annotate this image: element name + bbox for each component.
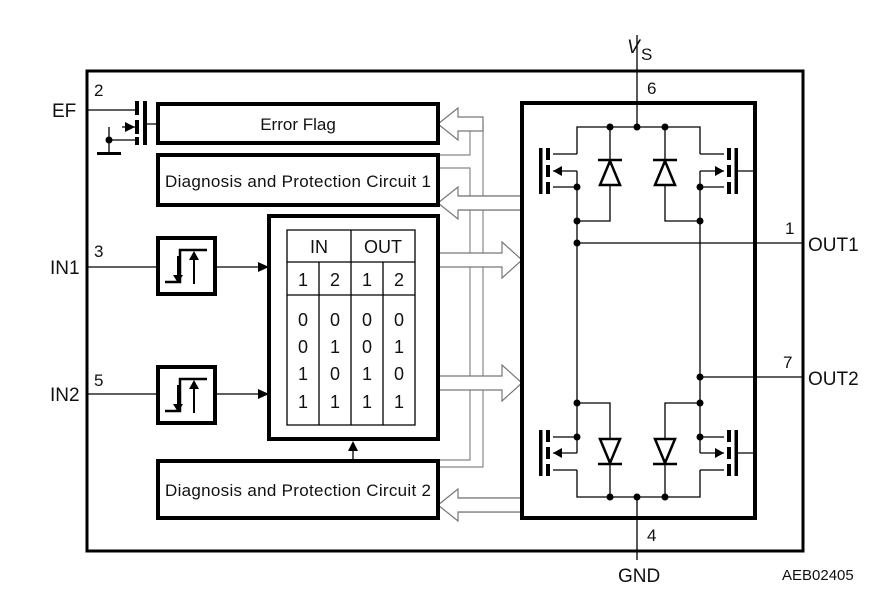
pin-ef-label: EF: [52, 101, 76, 122]
error-flag-block: [156, 102, 440, 145]
tt-cell: 1: [330, 337, 340, 357]
pin-ef-number: 2: [94, 81, 103, 100]
chip-outline: [85, 69, 805, 553]
tt-cell: 0: [394, 310, 404, 330]
tt-cell: 0: [362, 310, 372, 330]
tt-cell: 0: [330, 310, 340, 330]
diag1-block: [156, 153, 440, 207]
pin-out1-label: OUT1: [808, 235, 859, 256]
tt-cell: 1: [362, 364, 372, 384]
diag2-block: [156, 459, 440, 520]
tt-col: 2: [394, 270, 404, 290]
arrow-to-diag1: [437, 185, 523, 221]
low-side-switches: [537, 398, 757, 523]
tt-cell: 1: [394, 337, 404, 357]
pin-gnd-label: GND: [618, 566, 660, 587]
truth-table: IN OUT 1 2 1 2 0 0 0 0 0 1 0 1 1 0 1 0 1 1 1 1: [286, 229, 416, 426]
tt-header-out: OUT: [364, 237, 402, 257]
pin-in1-number: 3: [94, 242, 103, 261]
high-side-switches: [537, 101, 757, 226]
pin-vs-number: 6: [647, 79, 656, 98]
pin-in2-number: 5: [94, 371, 103, 390]
error-flag-label: Error Flag: [260, 115, 336, 134]
tt-col: 1: [362, 270, 372, 290]
pin-out2-label: OUT2: [808, 369, 859, 390]
pin-out2-number: 7: [783, 353, 792, 372]
schmitt-trigger-1-icon: [156, 236, 217, 296]
diag2-label: Diagnosis and Protection Circuit 2: [165, 481, 431, 500]
tt-cell: 0: [298, 310, 308, 330]
tt-col: 2: [330, 270, 340, 290]
pin-in2-label: IN2: [50, 385, 80, 406]
arrow-to-bridge-1: [437, 240, 523, 280]
ef-transistor: [87, 101, 158, 155]
tt-cell: 0: [330, 364, 340, 384]
arrow-to-diag2: [437, 487, 523, 523]
tt-cell: 1: [330, 392, 340, 412]
pin-out1-number: 1: [785, 219, 794, 238]
tt-cell: 1: [362, 392, 372, 412]
pin-gnd-number: 4: [647, 526, 656, 545]
tt-cell: 1: [298, 364, 308, 384]
pin-in1-label: IN1: [50, 258, 80, 279]
tt-col: 1: [298, 270, 308, 290]
internal-bus: [437, 106, 523, 523]
pin-vs-label: V: [627, 37, 642, 58]
schmitt-trigger-2-icon: [156, 365, 217, 425]
arrow-to-bridge-2: [437, 363, 523, 403]
h-bridge-block: [520, 101, 757, 520]
logic-block: [267, 214, 440, 441]
tt-header-in: IN: [310, 237, 328, 257]
tt-cell: 0: [394, 364, 404, 384]
figure-id: AEB02405: [782, 567, 854, 584]
arrow-to-error-flag: [437, 106, 484, 142]
tt-cell: 0: [298, 337, 308, 357]
diag1-label: Diagnosis and Protection Circuit 1: [165, 172, 431, 191]
tt-cell: 1: [298, 392, 308, 412]
tt-cell: 1: [394, 392, 404, 412]
pin-vs-subscript: S: [641, 45, 652, 64]
tt-cell: 0: [362, 337, 372, 357]
